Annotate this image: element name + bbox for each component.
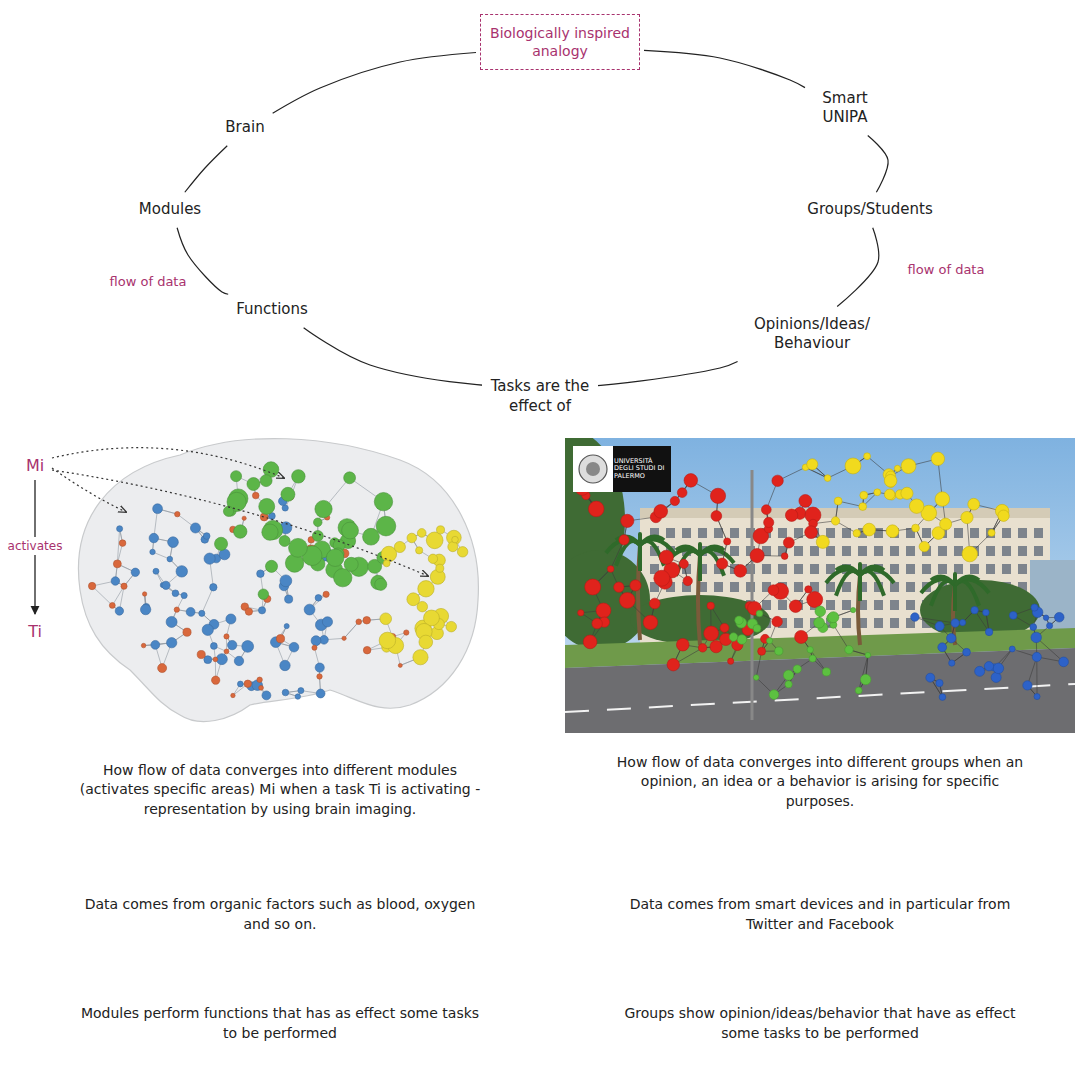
university-logo xyxy=(573,446,671,492)
analogy-box: Biologically inspired analogy xyxy=(480,14,640,70)
node-text: Functions xyxy=(236,300,308,320)
ring-arc xyxy=(644,50,805,87)
ring-arc xyxy=(837,228,879,307)
brain-network xyxy=(88,462,467,700)
module-symbol: Mi xyxy=(26,455,44,477)
node-text: Brain xyxy=(225,118,264,138)
edge-label: Tasks are the effect of xyxy=(482,376,598,417)
node-text: Modules xyxy=(139,200,201,220)
note: Groups show opinion/ideas/behavior that … xyxy=(615,1004,1025,1043)
dotted-leader xyxy=(52,448,284,478)
node-text: Opinions/Ideas/ Behaviour xyxy=(743,315,881,354)
note: Data comes from smart devices and in par… xyxy=(615,895,1025,934)
caption: How flow of data converges into differen… xyxy=(615,753,1025,812)
campus-photo xyxy=(565,438,1075,733)
ring-arc xyxy=(185,146,227,193)
arrow-label: activates xyxy=(6,537,65,556)
edge-label: flow of data xyxy=(905,261,988,279)
dotted-leader xyxy=(52,470,428,576)
note: Data comes from organic factors such as … xyxy=(75,895,485,934)
node-text: Biologically inspired analogy xyxy=(489,24,631,60)
task-symbol: Ti xyxy=(28,621,42,643)
edge-label: flow of data xyxy=(107,273,190,291)
caption: How flow of data converges into differen… xyxy=(75,761,485,820)
ring-term: Modules xyxy=(135,196,205,224)
ring-term: Brain xyxy=(221,114,268,142)
ring-term: Opinions/Ideas/ Behaviour xyxy=(739,311,885,358)
ring-term: Groups/Students xyxy=(803,196,936,224)
node-text: Groups/Students xyxy=(807,200,932,220)
ring-term: Functions xyxy=(232,296,312,324)
dotted-leader xyxy=(52,468,126,512)
brain-outline xyxy=(78,439,478,722)
ring-arc xyxy=(273,53,476,114)
note: Modules perform functions that has as ef… xyxy=(75,1004,485,1043)
node-text: Smart UNIPA xyxy=(813,89,877,128)
logo-text: UNIVERSITÀ DEGLI STUDI DI PALERMO xyxy=(614,458,670,479)
ring-term: Smart UNIPA xyxy=(809,85,881,132)
ring-arc xyxy=(868,136,888,193)
